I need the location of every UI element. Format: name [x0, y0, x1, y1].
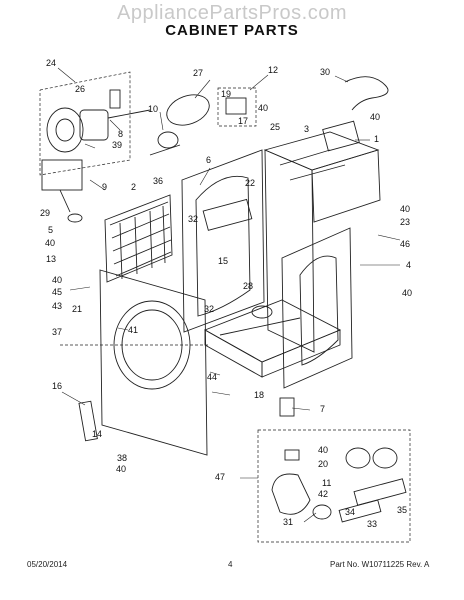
callout-35: 35: [397, 505, 407, 515]
callout-27: 27: [193, 68, 203, 78]
callout-40: 40: [370, 112, 380, 122]
callout-47: 47: [215, 472, 225, 482]
callout-1: 1: [374, 134, 379, 144]
base-drawing: [203, 299, 342, 417]
callout-18: 18: [254, 390, 264, 400]
callout-21: 21: [72, 304, 82, 314]
callout-10: 10: [148, 104, 158, 114]
motor-assembly-drawing: [39, 71, 151, 223]
callout-32: 32: [188, 214, 198, 224]
callout-44: 44: [207, 372, 217, 382]
callout-39: 39: [112, 140, 122, 150]
callout-16: 16: [52, 381, 62, 391]
callout-40: 40: [318, 445, 328, 455]
callout-31: 31: [283, 517, 293, 527]
callout-20: 20: [318, 459, 328, 469]
callout-19: 19: [221, 89, 231, 99]
callout-22: 22: [245, 178, 255, 188]
callout-25: 25: [270, 122, 280, 132]
callout-37: 37: [52, 327, 62, 337]
callout-6: 6: [206, 155, 211, 165]
callout-23: 23: [400, 217, 410, 227]
callout-42: 42: [318, 489, 328, 499]
callout-40: 40: [402, 288, 412, 298]
callout-40: 40: [116, 464, 126, 474]
lint-screen-drawing: [104, 194, 173, 283]
rear-panel-drawing: [181, 149, 265, 333]
leader-lines: [57, 67, 401, 523]
callout-4: 4: [406, 260, 411, 270]
callout-24: 24: [46, 58, 56, 68]
callout-43: 43: [52, 301, 62, 311]
callout-30: 30: [320, 67, 330, 77]
callout-40: 40: [258, 103, 268, 113]
callout-2: 2: [131, 182, 136, 192]
callout-14: 14: [92, 429, 102, 439]
callout-45: 45: [52, 287, 62, 297]
callout-17: 17: [238, 116, 248, 126]
footer-date: 05/20/2014: [27, 560, 68, 569]
callout-32: 32: [204, 304, 214, 314]
cabinet-frame-drawing: [263, 120, 381, 353]
page-title: CABINET PARTS: [165, 22, 299, 39]
callout-34: 34: [345, 507, 355, 517]
callout-7: 7: [320, 404, 325, 414]
callout-29: 29: [40, 208, 50, 218]
callout-46: 46: [400, 239, 410, 249]
side-panel-drawing: [281, 227, 353, 389]
callout-28: 28: [243, 281, 253, 291]
footer-page-number: 4: [228, 560, 233, 569]
callout-9: 9: [102, 182, 107, 192]
callout-41: 41: [128, 325, 138, 335]
front-panel-drawing: [60, 269, 210, 456]
callout-5: 5: [48, 225, 53, 235]
callout-12: 12: [268, 65, 278, 75]
callout-3: 3: [304, 124, 309, 134]
duct-kit-drawing: [257, 429, 411, 543]
callout-26: 26: [75, 84, 85, 94]
callout-11: 11: [322, 478, 331, 488]
callout-40: 40: [400, 204, 410, 214]
callout-38: 38: [117, 453, 127, 463]
callout-8: 8: [118, 129, 123, 139]
callout-33: 33: [367, 519, 377, 529]
callout-40: 40: [45, 238, 55, 248]
callout-36: 36: [153, 176, 163, 186]
callout-labels: 24 26 8 39 9 29 5 40 13 40 45 43 21 37 1…: [40, 58, 412, 529]
belt-drawing: [149, 94, 210, 156]
footer-part-number: Part No. W10711225 Rev. A: [330, 560, 430, 569]
callout-15: 15: [218, 256, 228, 266]
callout-40: 40: [52, 275, 62, 285]
callout-13: 13: [46, 254, 56, 264]
watermark-text: AppliancePartsPros.com: [117, 2, 347, 24]
